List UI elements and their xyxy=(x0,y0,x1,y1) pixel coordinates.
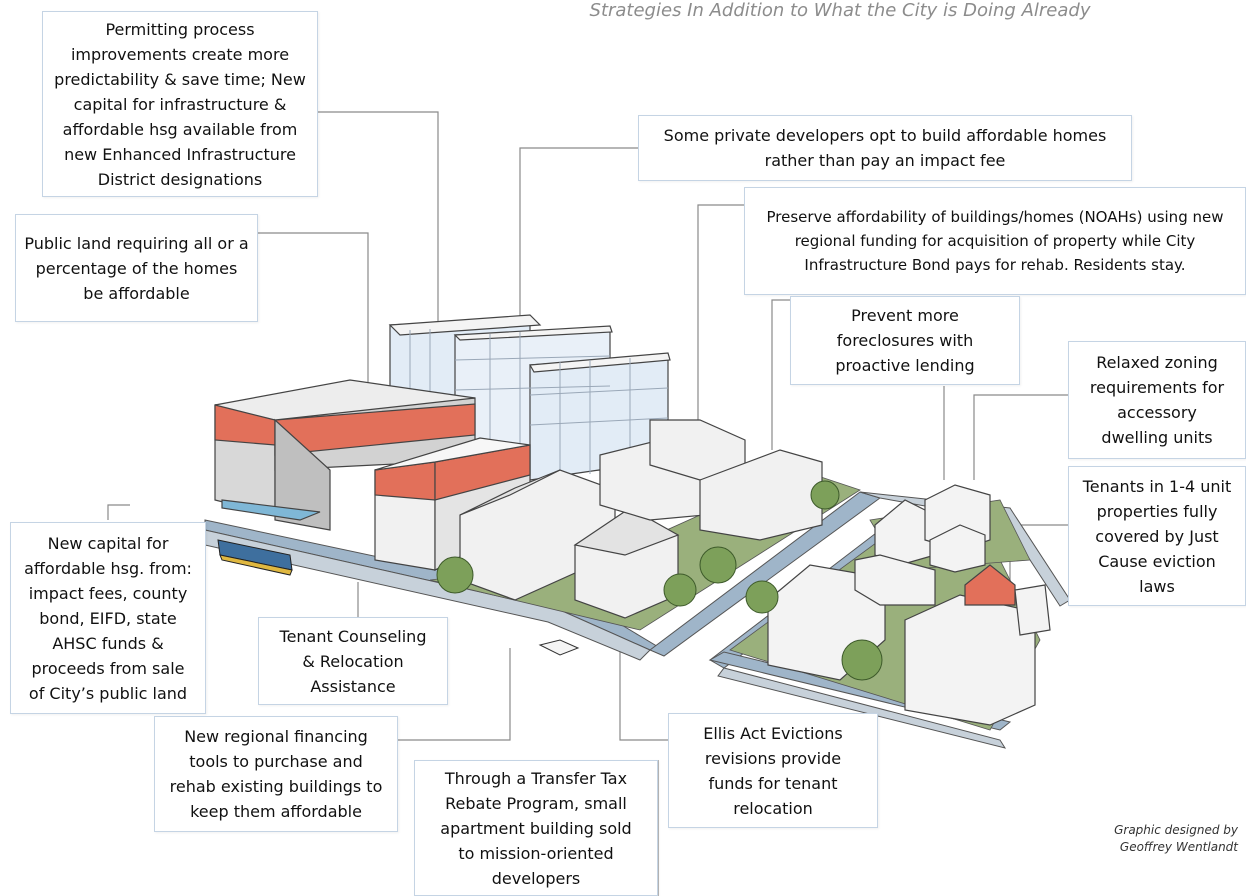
credit-line-1: Graphic designed by xyxy=(1114,823,1238,837)
callout-private-developers-text: Some private developers opt to build aff… xyxy=(663,126,1107,170)
graphic-credit: Graphic designed by Geoffrey Wentlandt xyxy=(1078,822,1238,856)
callout-public-land: Public land requiring all or a percentag… xyxy=(15,214,258,322)
callout-preserve-noah-text: Preserve affordability of buildings/home… xyxy=(766,208,1224,274)
callout-transfer-tax: Through a Transfer Tax Rebate Program, s… xyxy=(414,760,658,896)
mixed-use-building xyxy=(214,379,476,531)
callout-tenant-counseling-text: Tenant Counseling & Relocation Assistanc… xyxy=(279,626,427,696)
callout-regional-financing-text: New regional financing tools to purchase… xyxy=(169,727,383,821)
callout-new-capital-text: New capital for affordable hsg. from: im… xyxy=(24,533,192,703)
callout-tenants-just-cause: Tenants in 1-4 unit properties fully cov… xyxy=(1068,466,1246,606)
trees xyxy=(436,480,883,681)
callout-private-developers: Some private developers opt to build aff… xyxy=(638,115,1132,181)
callout-preserve-noah: Preserve affordability of buildings/home… xyxy=(744,187,1246,295)
leader-lines xyxy=(107,111,1068,896)
callout-tenants-just-cause-text: Tenants in 1-4 unit properties fully cov… xyxy=(1082,476,1232,596)
callout-ellis-act-text: Ellis Act Evictions revisions provide fu… xyxy=(703,723,843,818)
callout-permitting-text: Permitting process improvements create m… xyxy=(54,19,306,189)
callout-regional-financing: New regional financing tools to purchase… xyxy=(154,716,398,832)
glass-tower xyxy=(388,314,671,481)
callout-permitting: Permitting process improvements create m… xyxy=(42,11,318,197)
callout-public-land-text: Public land requiring all or a percentag… xyxy=(24,233,249,303)
callout-zoning: Relaxed zoning requirements for accessor… xyxy=(1068,341,1246,459)
diagram-subtitle: Strategies In Addition to What the City … xyxy=(589,0,1091,21)
callout-new-capital: New capital for affordable hsg. from: im… xyxy=(10,522,206,714)
houses xyxy=(767,484,1051,726)
callout-zoning-text: Relaxed zoning requirements for accessor… xyxy=(1089,353,1225,447)
callout-foreclosures-text: Prevent more foreclosures with proactive… xyxy=(835,306,975,375)
callout-transfer-tax-text: Through a Transfer Tax Rebate Program, s… xyxy=(440,768,632,888)
vehicles xyxy=(217,539,580,656)
credit-line-2: Geoffrey Wentlandt xyxy=(1119,840,1238,854)
callout-tenant-counseling: Tenant Counseling & Relocation Assistanc… xyxy=(258,617,448,705)
callout-foreclosures: Prevent more foreclosures with proactive… xyxy=(790,296,1020,385)
callout-ellis-act: Ellis Act Evictions revisions provide fu… xyxy=(668,713,878,828)
mid-buildings xyxy=(459,419,823,619)
